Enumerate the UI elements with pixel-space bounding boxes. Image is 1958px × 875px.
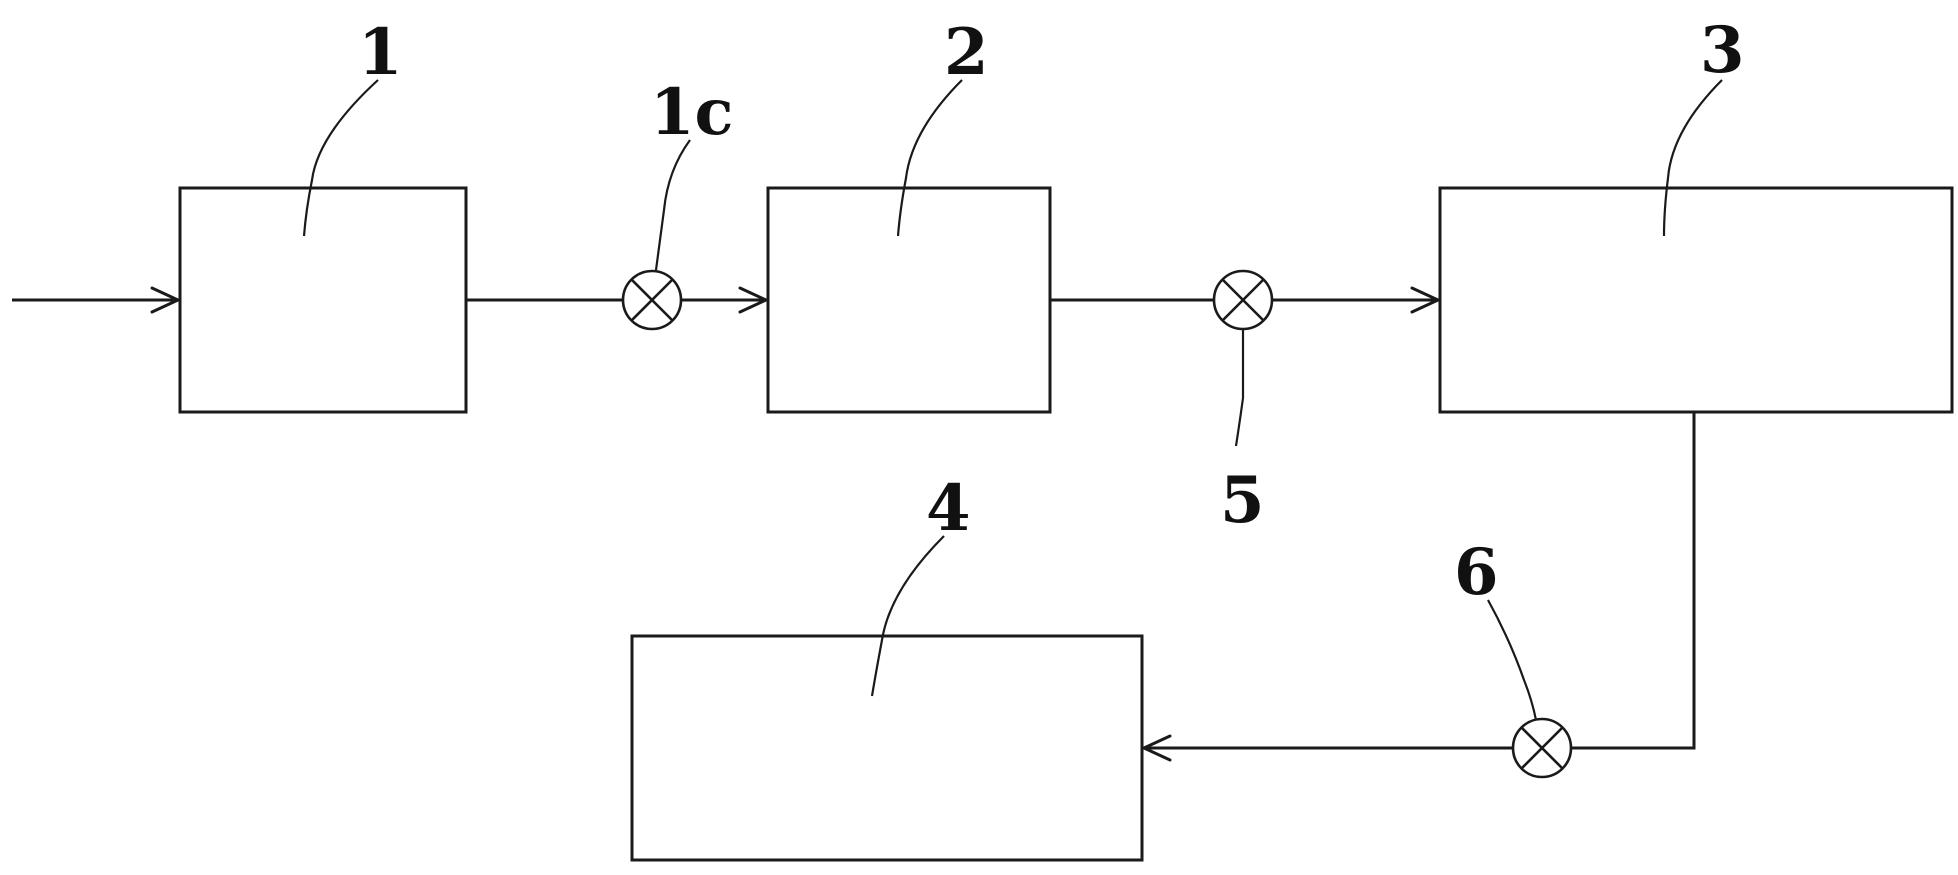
block-3 bbox=[1438, 186, 1954, 414]
label-block-4: 4 bbox=[926, 471, 971, 546]
leader-line-6 bbox=[1487, 599, 1538, 721]
block-2 bbox=[766, 186, 1052, 414]
leader-line-2 bbox=[896, 79, 963, 237]
arrow-into-block-3-icon bbox=[1410, 286, 1440, 314]
leader-line-1c bbox=[654, 139, 691, 271]
leader-line-1 bbox=[302, 79, 379, 237]
valve-icon bbox=[1511, 717, 1573, 779]
valve-icon bbox=[621, 269, 683, 331]
block-1 bbox=[178, 186, 468, 414]
arrow-into-block-4-icon bbox=[1142, 734, 1172, 762]
block-4 bbox=[630, 634, 1144, 862]
arrow-into-block-2-icon bbox=[738, 286, 768, 314]
leader-line-3 bbox=[1662, 79, 1723, 237]
label-valve-5: 5 bbox=[1220, 463, 1265, 538]
leader-line-4 bbox=[870, 535, 945, 697]
label-block-3: 3 bbox=[1700, 13, 1745, 88]
label-valve-6: 6 bbox=[1454, 535, 1499, 610]
input-arrow-icon bbox=[150, 286, 180, 314]
valve-icon bbox=[1212, 269, 1274, 331]
label-valve-1c: 1c bbox=[650, 75, 734, 150]
label-block-1: 1 bbox=[358, 15, 403, 90]
flow-line-3-4 bbox=[1142, 412, 1696, 750]
label-block-2: 2 bbox=[944, 15, 989, 90]
leader-line-5 bbox=[1234, 329, 1245, 447]
